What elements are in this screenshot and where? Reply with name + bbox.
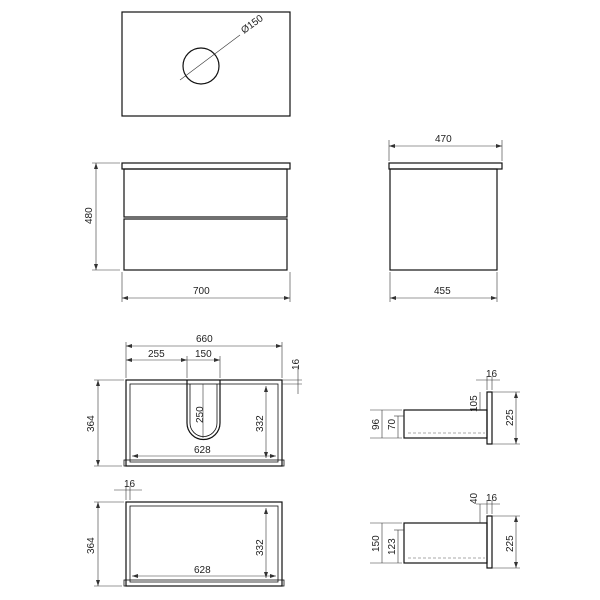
upper-section-105-label: 105 xyxy=(469,395,480,412)
body-depth-label: 455 xyxy=(434,286,451,297)
upper-section-225-arrow-top xyxy=(514,392,518,398)
top-view: Ø150 xyxy=(121,11,291,117)
notch-offset-arrow-left xyxy=(126,358,132,362)
lower-inner-height-arrow-top xyxy=(264,508,268,514)
inner-height-arrow-top xyxy=(264,386,268,392)
lower-drawer-inner xyxy=(129,505,279,583)
body-depth-arrow-left xyxy=(390,296,396,300)
upper-section-96-label: 96 xyxy=(371,418,382,430)
front-drawer-upper xyxy=(123,168,288,218)
lower-section-front-panel xyxy=(486,515,493,569)
height-arrow-bottom xyxy=(94,264,98,270)
width-arrow-right xyxy=(284,296,290,300)
upper-section-70-label: 70 xyxy=(387,418,398,430)
lower-bottom-width-arrow-left xyxy=(132,574,138,578)
lower-section-225-arrow-bottom xyxy=(514,562,518,568)
lower-height-arrow-bottom xyxy=(96,580,100,586)
panel-label: 16 xyxy=(291,358,302,370)
hole-diameter-label: Ø150 xyxy=(239,13,266,37)
top-depth-arrow-left xyxy=(389,144,395,148)
upper-section-225-label: 225 xyxy=(505,409,516,426)
drain-hole xyxy=(182,47,220,85)
notch-width-label: 150 xyxy=(195,349,212,360)
inner-height-arrow-bottom xyxy=(264,452,268,458)
upper-drawer-inner xyxy=(129,383,279,463)
top-depth-arrow-right xyxy=(496,144,502,148)
body-depth-arrow-right xyxy=(491,296,497,300)
upper-drawer-plan: 660 255 150 16 364 250 332 628 xyxy=(86,334,302,467)
u-notch xyxy=(186,380,221,441)
lower-section-box xyxy=(403,522,488,564)
bottom-width-arrow-right xyxy=(270,454,276,458)
upper-drawer-section: 16 105 225 96 70 xyxy=(370,369,520,445)
lower-height-label: 364 xyxy=(86,537,97,554)
front-drawer-lower xyxy=(123,218,288,271)
side-view: 470 455 xyxy=(388,134,503,302)
bottom-width-label: 628 xyxy=(194,445,211,456)
notch-width-arrow-right xyxy=(214,358,220,362)
top-depth-label: 470 xyxy=(435,134,452,145)
lower-section-150-label: 150 xyxy=(371,535,382,552)
lower-drawer-section: 16 40 225 150 123 xyxy=(370,492,520,569)
lower-drawer-front-strip xyxy=(123,579,285,587)
hole-leader xyxy=(179,34,241,81)
lower-section-16-label: 16 xyxy=(486,493,498,504)
upper-section-225-arrow-bottom xyxy=(514,438,518,444)
side-body xyxy=(389,168,498,271)
front-top-slab xyxy=(121,162,291,170)
height-arrow-top xyxy=(94,163,98,169)
notch-depth-label: 250 xyxy=(195,406,206,423)
side-top-slab xyxy=(388,162,503,170)
bottom-width-arrow-left xyxy=(132,454,138,458)
width-arrow-left xyxy=(122,296,128,300)
inner-height-label: 332 xyxy=(255,415,266,432)
drawer-height-arrow-top xyxy=(96,380,100,386)
notch-offset-label: 255 xyxy=(148,349,165,360)
lower-inner-height-arrow-bottom xyxy=(264,572,268,578)
lower-section-40-label: 40 xyxy=(469,492,480,504)
width-label: 700 xyxy=(193,286,210,297)
lower-section-123-label: 123 xyxy=(387,538,398,555)
upper-section-box xyxy=(403,409,488,439)
drawer-height-arrow-bottom xyxy=(96,460,100,466)
lower-section-225-label: 225 xyxy=(505,535,516,552)
lower-bottom-width-arrow-right xyxy=(270,574,276,578)
upper-drawer-front-strip xyxy=(123,459,285,467)
countertop-outline xyxy=(121,11,291,117)
lower-section-225-arrow-top xyxy=(514,516,518,522)
notch-offset-arrow-right xyxy=(181,358,187,362)
lower-panel-label: 16 xyxy=(124,479,136,490)
u-notch-inner xyxy=(189,384,218,437)
upper-section-16-label: 16 xyxy=(486,369,498,380)
upper-section-front-panel xyxy=(486,391,493,445)
lower-inner-height-label: 332 xyxy=(255,539,266,556)
lower-height-arrow-top xyxy=(96,502,100,508)
drawer-height-label: 364 xyxy=(86,415,97,432)
inner-width-label: 660 xyxy=(196,334,213,345)
height-label: 480 xyxy=(84,207,95,224)
inner-width-arrow-right xyxy=(276,344,282,348)
inner-width-arrow-left xyxy=(126,344,132,348)
lower-drawer-plan: 16 364 332 628 xyxy=(86,479,285,587)
lower-bottom-width-label: 628 xyxy=(194,565,211,576)
front-view: 480 700 xyxy=(84,162,291,302)
